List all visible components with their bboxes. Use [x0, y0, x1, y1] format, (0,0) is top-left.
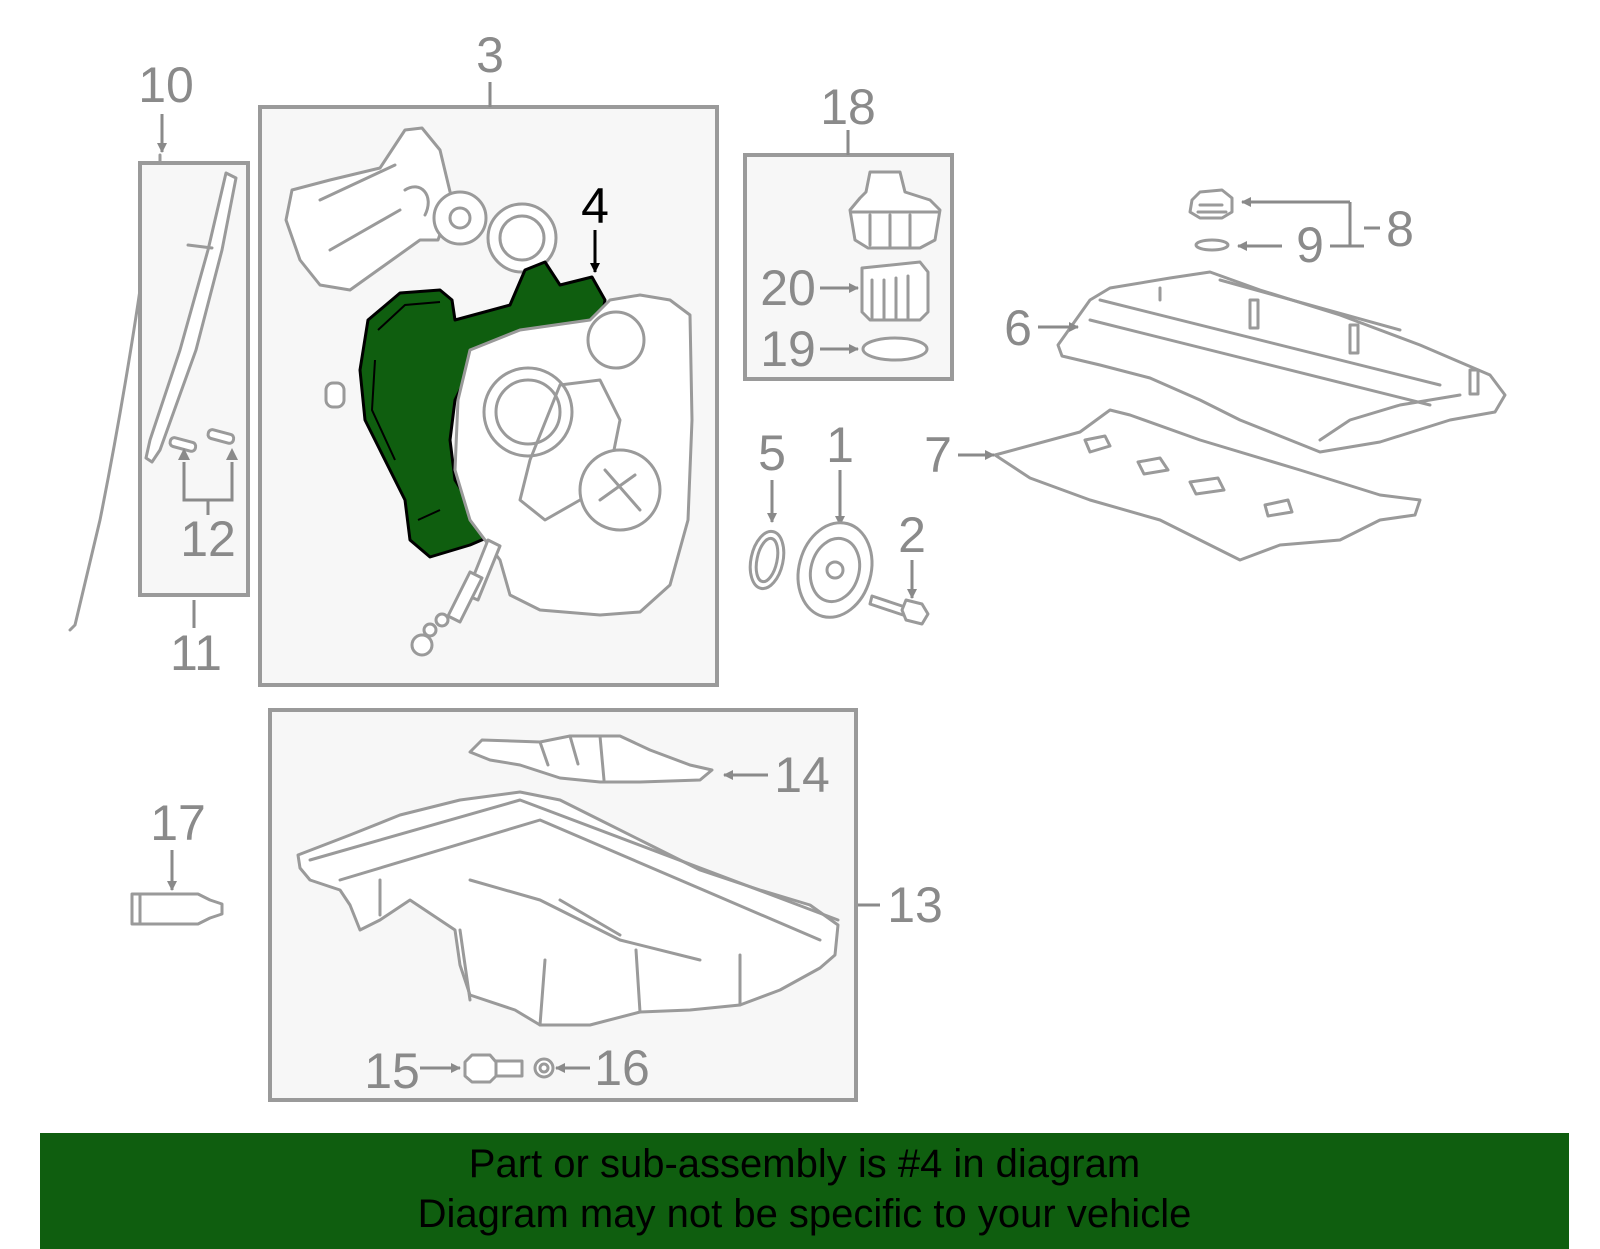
callout-7[interactable]: 7	[924, 427, 952, 483]
filler-cap-seal[interactable]	[1194, 238, 1230, 252]
tube-seal-left[interactable]	[168, 436, 198, 453]
dowel-pin[interactable]	[324, 381, 346, 409]
callout-15[interactable]: 15	[364, 1043, 420, 1099]
drain-plug-bolt[interactable]	[463, 1053, 498, 1084]
callout-8[interactable]: 8	[1386, 201, 1414, 257]
box-dipstick-tube	[138, 161, 250, 597]
gasket-spark-plug-seals	[1083, 434, 1294, 518]
oil-pan-group: 13 14 15 16	[268, 708, 943, 1102]
filter-cap-oring[interactable]	[861, 336, 929, 362]
tube-seal-right[interactable]	[206, 428, 236, 445]
callout-5[interactable]: 5	[758, 425, 786, 481]
ring-small-a[interactable]	[434, 612, 450, 628]
oil-filter-cap[interactable]	[848, 170, 942, 250]
oil-filter-group: 18 20 19	[743, 79, 954, 381]
callout-11[interactable]: 11	[170, 625, 222, 681]
timing-cover-group: 3 4	[258, 27, 719, 687]
pulley-group: 5 1 2	[748, 417, 930, 626]
oil-pan[interactable]	[296, 790, 840, 1027]
callout-1[interactable]: 1	[826, 417, 854, 473]
banner-line-1: Part or sub-assembly is #4 in diagram	[468, 1142, 1141, 1186]
callout-2[interactable]: 2	[898, 507, 926, 563]
cover-stud-a	[1248, 298, 1260, 330]
drain-plug[interactable]	[410, 633, 434, 657]
callout-4[interactable]: 4	[581, 178, 609, 234]
callout-20[interactable]: 20	[760, 260, 816, 316]
callout-6[interactable]: 6	[1004, 300, 1032, 356]
drain-plug-thread	[494, 1059, 524, 1078]
callout-17[interactable]: 17	[150, 795, 206, 851]
ring-small-b[interactable]	[422, 622, 438, 638]
parts-diagram: 10 12 11 3 4	[68, 27, 1507, 1102]
callout-9[interactable]: 9	[1296, 217, 1324, 273]
info-banner: Part or sub-assembly is #4 in diagram Di…	[40, 1133, 1569, 1249]
callout-18[interactable]: 18	[820, 79, 876, 135]
oil-pump-rotor-housing	[578, 448, 662, 532]
dipstick-group: 10 12 11	[68, 57, 250, 681]
relief-valve-spring[interactable]	[446, 570, 484, 624]
callout-16[interactable]: 16	[594, 1040, 650, 1096]
callout-12[interactable]: 12	[180, 511, 236, 567]
tube-bracket	[186, 243, 214, 250]
banner-line-2: Diagram may not be specific to your vehi…	[417, 1192, 1192, 1236]
callout-13[interactable]: 13	[887, 877, 943, 933]
callout-19[interactable]: 19	[760, 321, 816, 377]
cover-stud-c	[1468, 368, 1480, 396]
sealant-group: 17	[130, 795, 224, 926]
callout-3[interactable]: 3	[476, 27, 504, 83]
valve-cover-group: 8 9 6 7	[924, 188, 1507, 562]
cover-seal-ring	[586, 310, 646, 370]
cover-stud-b	[1348, 323, 1360, 355]
dipstick-tube[interactable]	[144, 171, 238, 464]
callout-10[interactable]: 10	[138, 57, 194, 113]
callout-14[interactable]: 14	[774, 747, 830, 803]
sealant-tube[interactable]	[130, 892, 224, 926]
oil-baffle[interactable]	[468, 734, 714, 784]
